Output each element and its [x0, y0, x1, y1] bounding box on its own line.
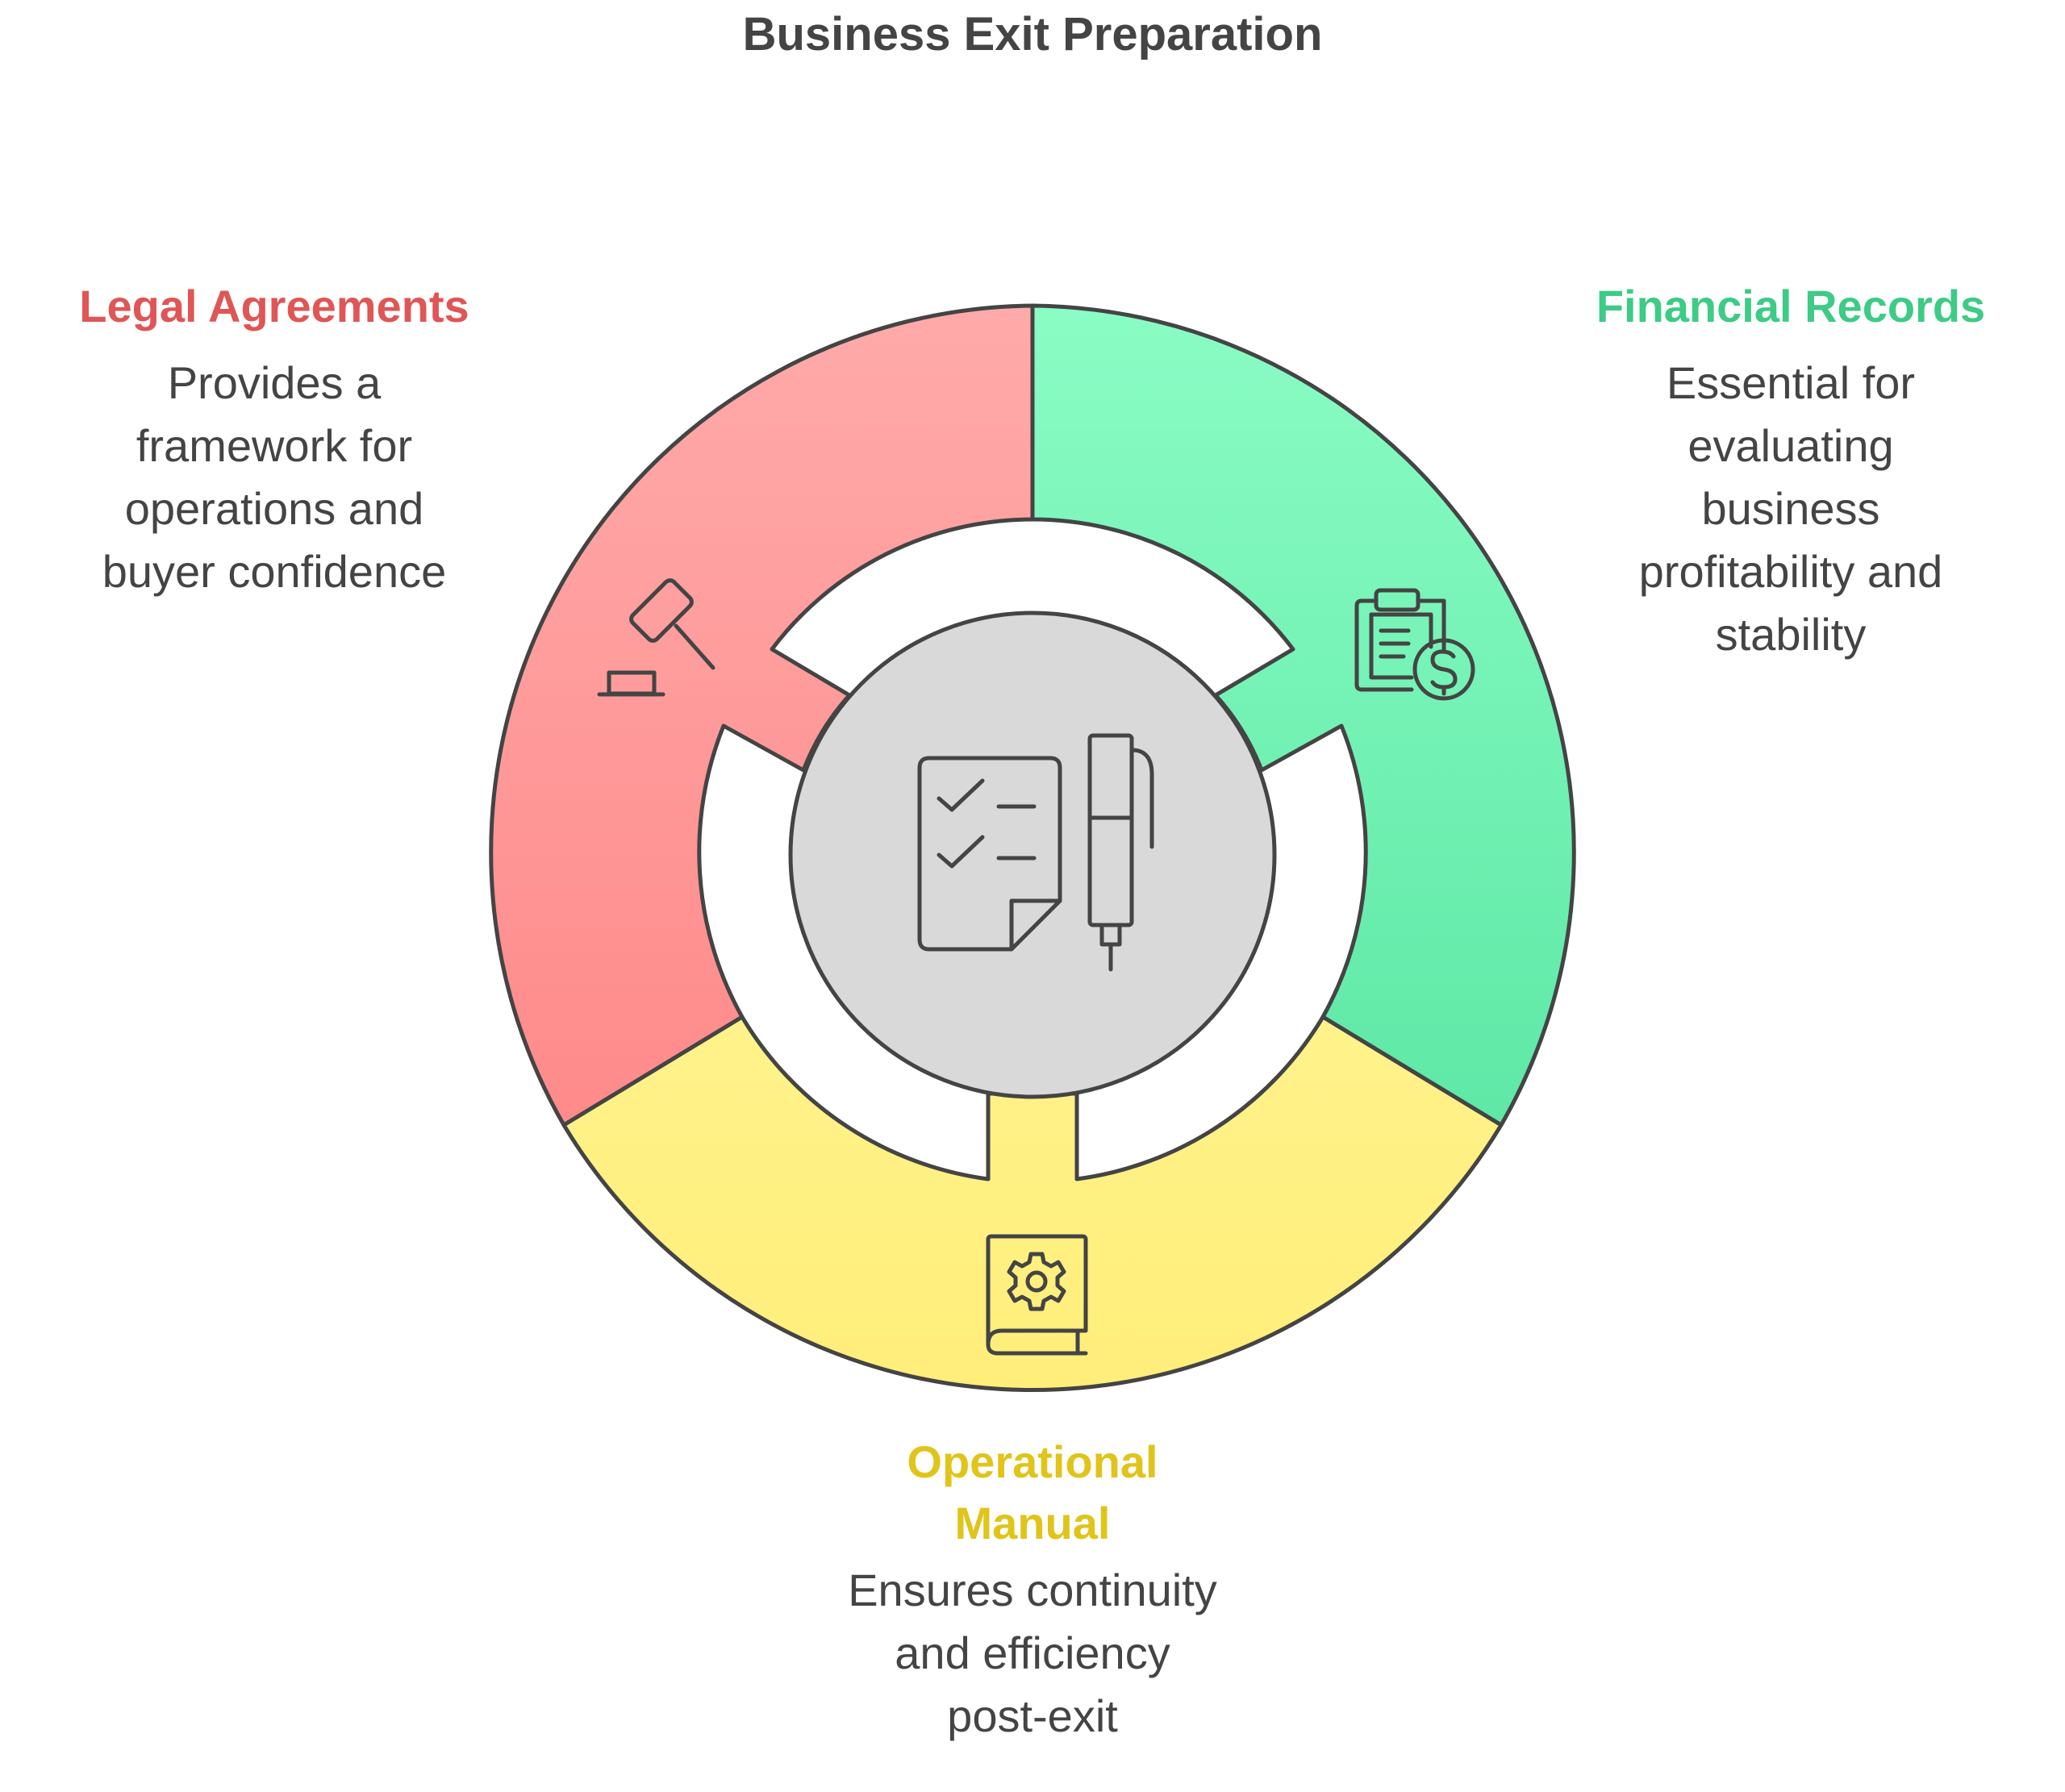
financial-desc-line: profitability and	[1638, 546, 1943, 597]
page-title: Business Exit Preparation	[742, 8, 1323, 60]
legal-agreements-description: Provides a framework for operations and …	[32, 352, 516, 603]
operational-heading-line: Operational	[907, 1436, 1158, 1487]
financial-desc-line: stability	[1715, 609, 1867, 660]
segment-legal-agreements	[489, 303, 1035, 1127]
financial-desc-line: business	[1701, 483, 1880, 534]
financial-clipboard-icon	[1354, 588, 1475, 701]
segment-operational-manual	[561, 1015, 1504, 1392]
operational-heading-line: Manual	[954, 1498, 1111, 1548]
financial-desc-line: evaluating	[1687, 420, 1894, 471]
segment-financial-records	[1030, 303, 1576, 1127]
manual-gear-book-icon	[986, 1234, 1088, 1356]
financial-records-heading: Financial Records	[1596, 281, 1986, 331]
legal-desc-line: Provides a	[167, 357, 382, 408]
center-circle	[788, 611, 1277, 1099]
checklist-pen-icon	[917, 733, 1154, 972]
operational-manual-heading: Operational Manual	[782, 1432, 1283, 1554]
legal-agreements-heading: Legal Agreements	[79, 281, 469, 331]
financial-desc-line: Essential for	[1666, 357, 1916, 408]
legal-desc-line: operations and	[124, 483, 424, 534]
legal-desc-line: buyer confidence	[102, 546, 447, 597]
operational-desc-line: and efficiency	[895, 1627, 1170, 1678]
operational-manual-description: Ensures continuity and efficiency post-e…	[782, 1559, 1283, 1748]
operational-manual-block: Operational Manual Ensures continuity an…	[782, 1432, 1283, 1748]
legal-desc-line: framework for	[136, 420, 413, 471]
operational-desc-line: Ensures continuity	[848, 1565, 1217, 1615]
gavel-icon	[597, 578, 715, 697]
financial-records-description: Essential for evaluating business profit…	[1549, 352, 2033, 666]
legal-agreements-block: Legal Agreements Provides a framework fo…	[32, 276, 516, 603]
financial-records-block: Financial Records Essential for evaluati…	[1549, 276, 2033, 666]
operational-desc-line: post-exit	[947, 1690, 1118, 1741]
